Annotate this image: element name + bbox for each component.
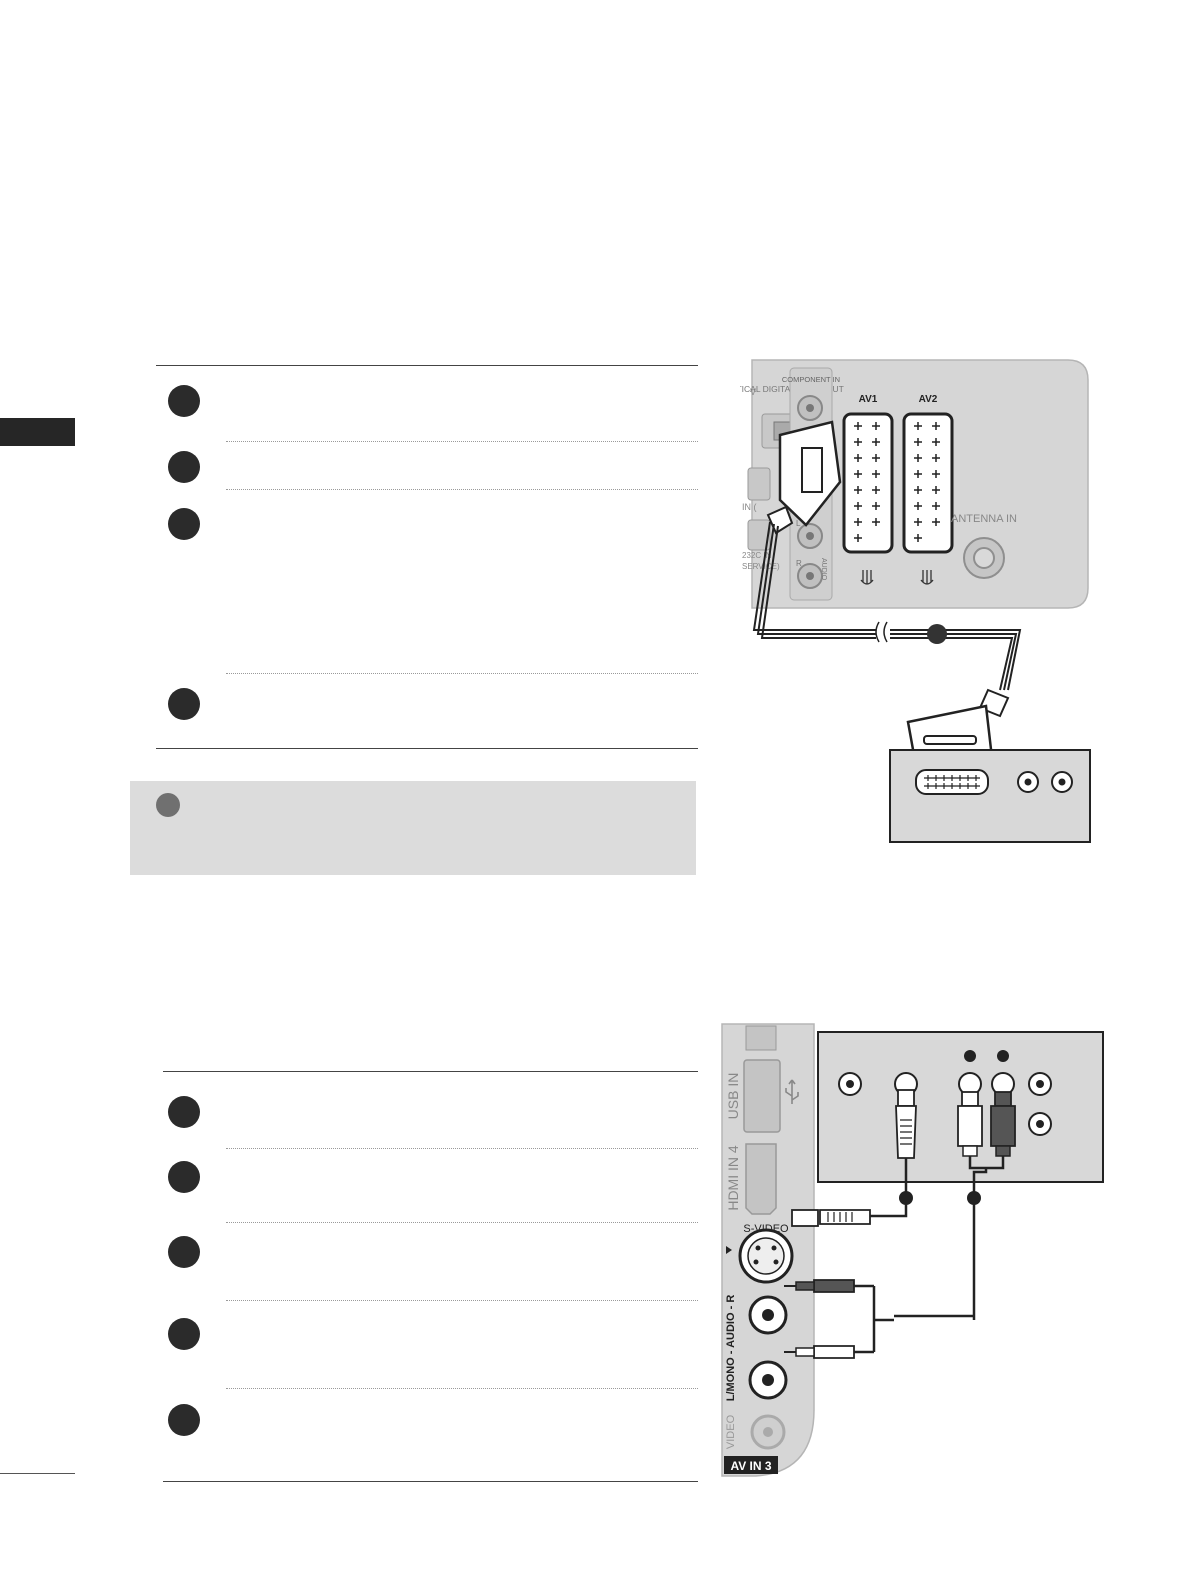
rca-plug-red-tv-side [784, 1279, 855, 1293]
partial-rs232-label: 232C IN [742, 551, 772, 560]
step-divider [226, 1388, 698, 1389]
partial-service-label: SERVICE) [742, 562, 780, 571]
section1-bottom-rule [156, 748, 698, 749]
antenna-jack-center [973, 547, 995, 569]
note-box [130, 781, 696, 875]
component-label: COMPONENT IN [782, 375, 840, 384]
audio-label: AUDIO [820, 558, 827, 581]
audio-cable-split [854, 1284, 894, 1354]
device-rca-jack-center [1036, 1120, 1044, 1128]
partial-label: V [750, 387, 756, 397]
step-divider [226, 673, 698, 674]
audio-r-jack-center [762, 1309, 774, 1321]
av-in-badge [724, 1456, 778, 1474]
cable-marker-dot [967, 1191, 981, 1205]
svideo-jack-inner [747, 1237, 785, 1275]
step-4-circle [168, 688, 200, 720]
partial-in-label: IN ( [742, 502, 757, 512]
svideo-plug-device-side [895, 1089, 917, 1159]
section2-bottom-rule [163, 1481, 698, 1482]
output-marker-dot [997, 1050, 1009, 1062]
step-1-circle [168, 385, 200, 417]
av-in-label: AV IN 3 [730, 1459, 771, 1473]
device-rca-jack-center [1058, 778, 1066, 786]
rca-plug-red-device-side [990, 1091, 1016, 1157]
video-label: VIDEO [725, 1414, 737, 1449]
hdmi-port [745, 1143, 777, 1215]
usb-label: USB IN [725, 1073, 741, 1120]
av1-pins [854, 422, 880, 542]
step-4-circle [168, 1318, 200, 1350]
output-marker-dot [964, 1050, 976, 1062]
partial-port [747, 519, 771, 551]
svideo-connection-diagram: USB IN HDMI IN 4 S-VIDEO L/MONO - AUDIO … [721, 1023, 1104, 1477]
partial-port [747, 467, 771, 501]
rca-jack-center [806, 532, 814, 540]
step-2-circle [168, 451, 200, 483]
av1-label: AV1 [859, 394, 878, 405]
step-3-circle [168, 1236, 200, 1268]
av2-scart-socket [902, 412, 954, 554]
external-device [889, 749, 1091, 843]
footer-rule [0, 1473, 75, 1474]
section2-top-rule [163, 1071, 698, 1072]
svideo-plug-tv-side [791, 1209, 871, 1227]
cable-break-gap [876, 622, 890, 642]
audio-label: L/MONO - AUDIO - R [725, 1295, 737, 1402]
step-divider [226, 489, 698, 490]
av2-label: AV2 [919, 394, 938, 405]
rca-jack-center [806, 404, 814, 412]
step-1-circle [168, 1096, 200, 1128]
cable-marker-dot [899, 1191, 913, 1205]
section1-top-rule [156, 365, 698, 366]
cable-marker-dot [927, 624, 947, 644]
rca-jack-center [806, 572, 814, 580]
device-scart-socket [915, 769, 989, 795]
audio-l-jack-center [762, 1374, 774, 1386]
video-jack-center [763, 1427, 773, 1437]
device-rca-jack-center [1036, 1080, 1044, 1088]
device-rca-jack-center [846, 1080, 854, 1088]
svideo-arrow [726, 1246, 732, 1254]
partial-port [745, 1025, 777, 1051]
av1-scart-socket [842, 412, 894, 554]
av2-pins [914, 422, 940, 542]
step-divider [226, 1300, 698, 1301]
step-3-circle [168, 508, 200, 540]
antenna-label: ANTENNA IN [951, 513, 1017, 525]
usb-port [743, 1059, 781, 1133]
left-label: L [796, 519, 801, 528]
rca-plug-white-device-side [957, 1091, 983, 1157]
svideo-cable [870, 1158, 908, 1218]
scart-connection-diagram: V OPTICAL DIGITAL AUDIO OUT IN ( 232C IN… [740, 359, 1091, 843]
headphone-ground-icon [920, 570, 934, 585]
device-scart-pins [924, 775, 980, 789]
step-divider [226, 1222, 698, 1223]
note-circle [156, 793, 180, 817]
headphone-ground-icon [860, 570, 874, 585]
cable-break-mark [875, 621, 888, 643]
chapter-tab [0, 418, 75, 446]
step-2-circle [168, 1161, 200, 1193]
device-rca-jack-center [1024, 778, 1032, 786]
step-divider [226, 441, 698, 442]
usb-icon [785, 1079, 799, 1104]
rca-plug-white-tv-side [784, 1345, 855, 1359]
svideo-pins [753, 1245, 779, 1265]
step-divider [226, 1148, 698, 1149]
scart-plug-tv-side [766, 420, 842, 535]
right-label: R [796, 559, 802, 568]
hdmi-label: HDMI IN 4 [725, 1145, 741, 1211]
step-5-circle [168, 1404, 200, 1436]
